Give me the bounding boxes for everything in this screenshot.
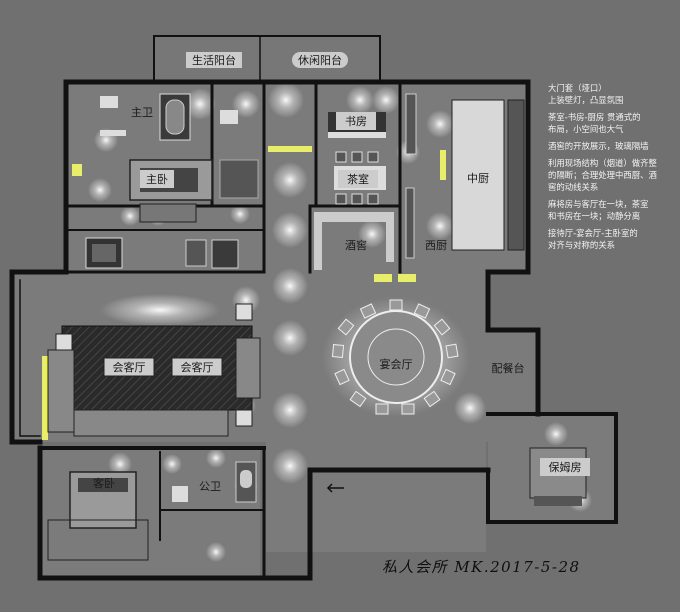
room-label-guest-bedroom: 客卧 [93, 476, 115, 490]
room-label-chinese-kitchen: 中厨 [467, 172, 489, 185]
nanny-bed [529, 447, 587, 506]
reception-furniture [47, 303, 261, 437]
room-label-box [140, 170, 174, 188]
design-note: 酒窖的开放展示，玻璃隔墙 [548, 141, 649, 151]
banquet-table [331, 299, 459, 415]
room-label-box [336, 112, 376, 130]
guest-bed [47, 471, 149, 561]
design-note: 大门套（垭口） 上装壁灯，凸显氛围 [548, 83, 624, 105]
room-label-box [338, 170, 378, 188]
room-label-reception-right: 会客厅 [181, 360, 214, 374]
room-label-western-kitchen: 西厨 [425, 239, 447, 252]
master-bath-fixtures [100, 93, 259, 199]
design-note: 接待厅-宴会厅-主卧室的 对齐与对称的关系 [548, 228, 638, 250]
design-note: 茶室-书房-厨房 贯通式的 布局，小空间也大气 [548, 112, 641, 134]
kitchen-counters [405, 93, 525, 259]
design-notes: 大门套（垭口） 上装壁灯，凸显氛围 茶室-书房-厨房 贯通式的 布局，小空间也大… [548, 82, 680, 256]
room-label-serving-station: 配餐台 [492, 361, 525, 375]
room-label-public-bath: 公卫 [199, 480, 221, 493]
room-label-master-bedroom: 主卧 [146, 173, 168, 186]
room-label-box [103, 357, 155, 377]
public-bath-fixtures [172, 461, 257, 503]
room-label-box [292, 52, 348, 68]
room-label-master-bath: 主卫 [131, 106, 153, 119]
room-label-wine-cellar: 酒窖 [345, 238, 367, 252]
room-label-box [171, 357, 223, 377]
master-bedroom-desk [85, 237, 239, 269]
room-label-study: 书房 [345, 115, 367, 128]
walls [9, 35, 618, 581]
room-label-reception-left: 会客厅 [113, 360, 146, 374]
room-label-tea-room: 茶室 [347, 172, 369, 186]
design-note: 利用现场结构（烟道）做齐整 的隔断；合理处理中西厨、酒 窖的动线关系 [548, 158, 657, 192]
design-note: 麻将房与客厅在一块，茶室 和书房在一块；动静分离 [548, 199, 649, 221]
room-label-leisure-balcony: 休闲阳台 [298, 53, 342, 67]
room-label-banquet-hall: 宴会厅 [380, 357, 413, 371]
accent-wall-lights [42, 146, 446, 440]
wine-cellar-display [314, 212, 394, 270]
signature: 私人会所 MK.2017-5-28 [382, 558, 581, 576]
room-label-box [540, 458, 590, 476]
entrance-arrow-icon [326, 483, 344, 493]
room-label-nanny-room: 保姆房 [549, 460, 582, 474]
room-label-living-balcony: 生活阳台 [192, 53, 236, 67]
room-label-box [186, 52, 242, 68]
